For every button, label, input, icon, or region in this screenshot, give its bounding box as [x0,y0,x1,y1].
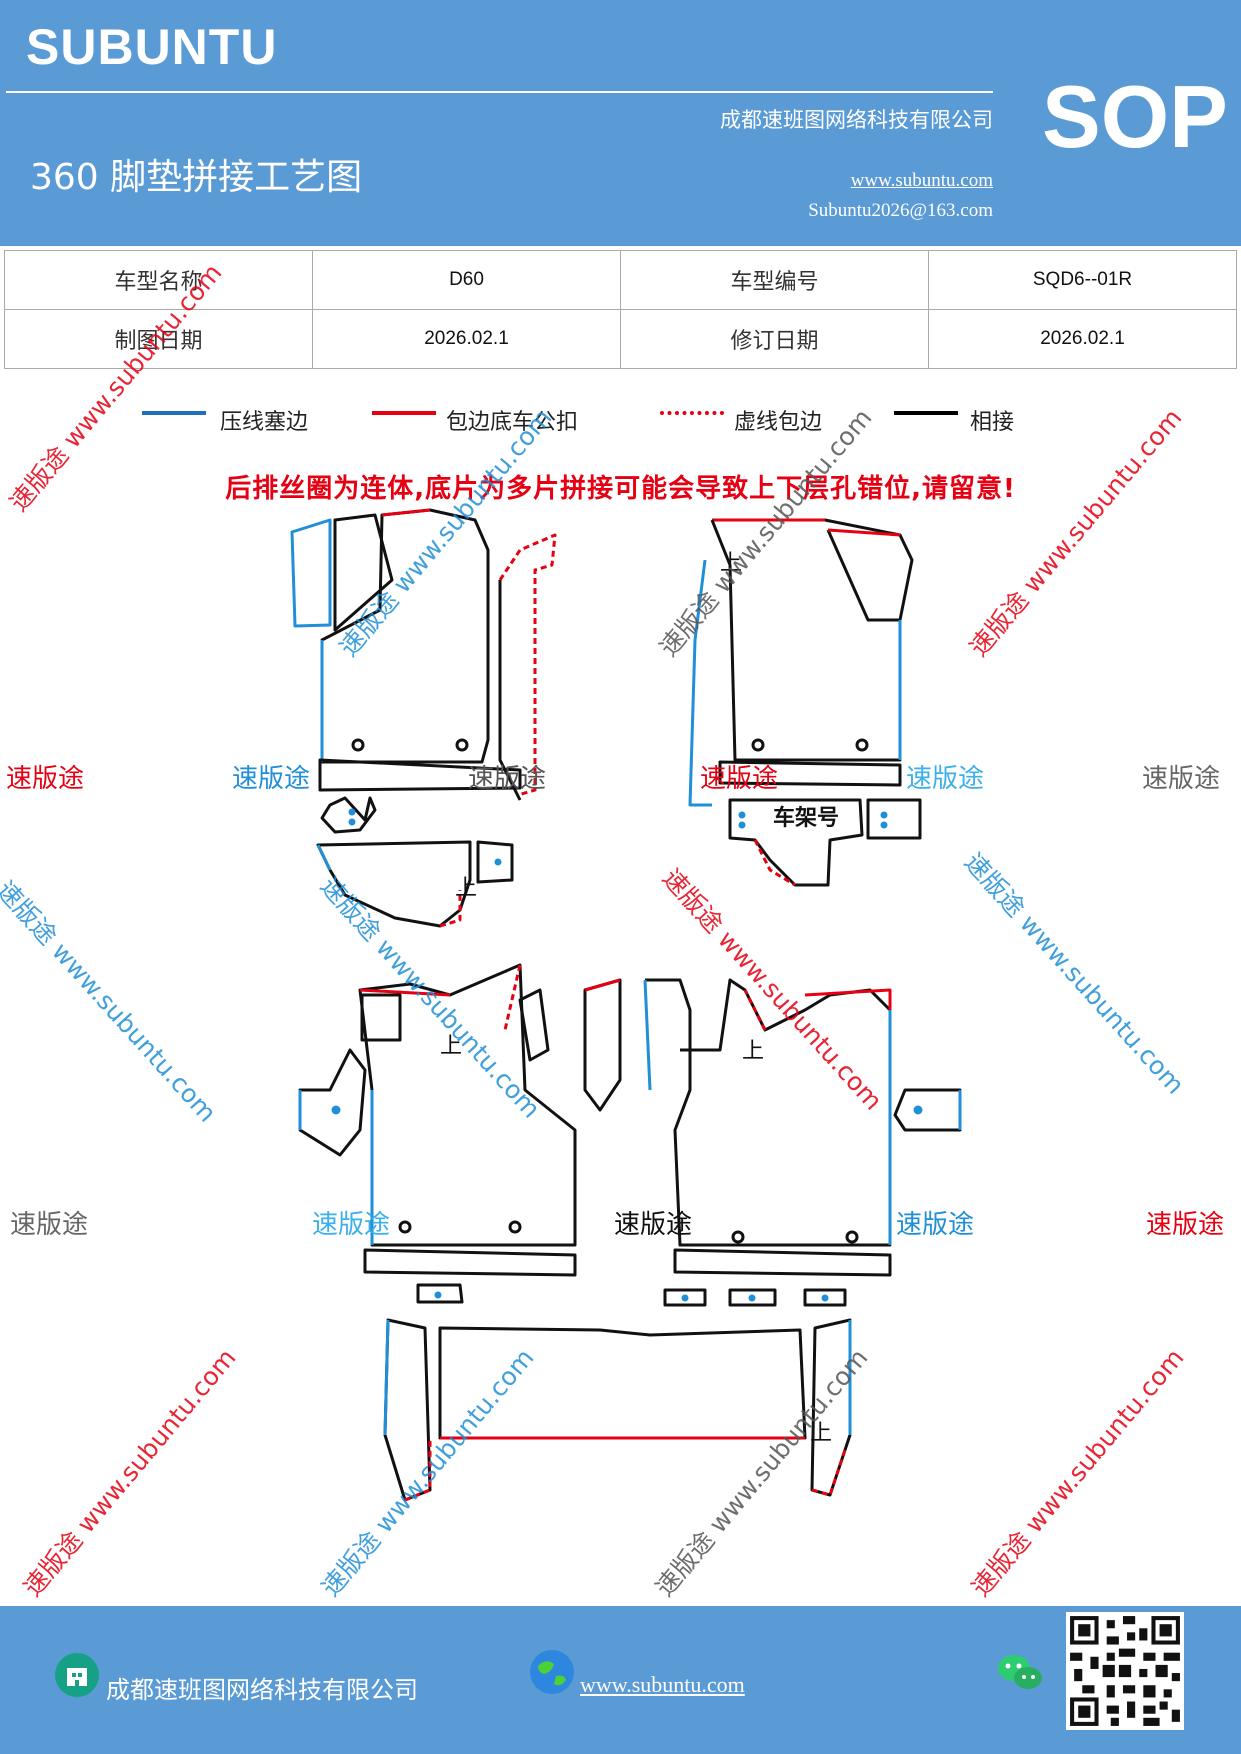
model-code-value: SQD6--01R [928,250,1237,310]
watermark: 速版途 [232,764,311,794]
label-up-rear-left: 上 [440,1034,462,1059]
rear-left-mat [298,963,622,1304]
warning-text: 后排丝圈为连体,底片为多片拼接可能会导致上下层孔错位,请留意! [225,474,1016,504]
draw-date-value: 2026.02.1 [312,309,621,369]
draw-date-label: 制图日期 [4,309,313,369]
legend-label-press: 压线塞边 [220,410,309,435]
model-name-value: D60 [312,250,621,310]
header-divider [6,91,993,93]
brand-logo: SUBUNTU [26,19,278,75]
trunk-mat [383,1318,852,1502]
qr-code-icon [1070,1616,1180,1726]
header-banner [0,0,1241,246]
legend-swatch-dotted [660,411,724,415]
watermark: 速版途 [312,1210,391,1240]
footer-website-link[interactable]: www.subuntu.com [580,1672,745,1697]
label-up-trunk: 上 [810,1421,832,1446]
legend-label-join: 相接 [970,410,1015,435]
label-up-front-right: 上 [720,551,742,576]
watermark: 速版途 [1142,764,1221,794]
front-left-small-parts [316,796,514,928]
revise-date-value: 2026.02.1 [928,309,1237,369]
header-website-link[interactable]: www.subuntu.com [850,170,993,191]
front-left-mat [290,508,557,801]
watermark: 速版途 [906,764,985,794]
table-row: 制图日期 2026.02.1 修订日期 2026.02.1 [4,309,1237,369]
model-code-label: 车型编号 [620,250,929,310]
legend: 压线塞边 包边底车公扣 虚线包边 相接 [0,400,1241,440]
page-title: 360 脚垫拼接工艺图 [30,157,363,198]
building-icon [55,1653,99,1697]
front-right-mat [688,518,914,807]
info-table: 车型名称 D60 车型编号 SQD6--01R 制图日期 2026.02.1 修… [4,250,1237,369]
watermark: 速版途 [6,764,85,794]
label-up-front-left: 上 [455,876,477,901]
watermark: 速版途 [468,764,547,794]
model-name-label: 车型名称 [4,250,313,310]
watermark: 速版途 [614,1210,693,1240]
legend-label-wrap: 包边底车公扣 [446,410,579,435]
globe-icon [530,1650,574,1694]
legend-swatch-red [372,411,436,415]
watermark: 速版途 [896,1210,975,1240]
watermark: 速版途 [10,1210,89,1240]
legend-swatch-blue [142,411,206,415]
revise-date-label: 修订日期 [620,309,929,369]
header-email: Subuntu2026@163.com [808,200,993,221]
label-frame-number: 车架号 [773,805,839,831]
legend-label-dotted: 虚线包边 [734,410,823,435]
floor-mat-diagram: 上 上 上 上 上 车架号 [290,508,962,1502]
rear-right-mat [643,978,962,1307]
qr-code [1066,1612,1184,1730]
header-company: 成都速班图网络科技有限公司 [720,108,993,132]
watermark: 速版途 [1146,1210,1225,1240]
front-right-small-parts [728,798,922,887]
watermark: 速版途 [700,764,779,794]
label-up-rear-right: 上 [742,1039,764,1064]
wechat-icon [998,1655,1042,1689]
sop-badge: SOP [1042,67,1228,166]
legend-swatch-black [894,411,958,415]
footer-company: 成都速班图网络科技有限公司 [106,1676,418,1704]
